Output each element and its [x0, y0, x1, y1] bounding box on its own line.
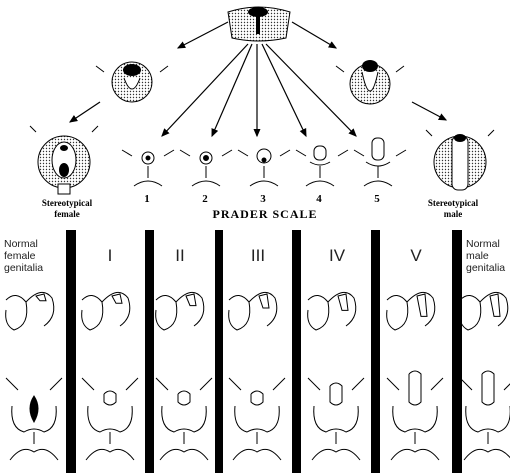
- stage-label-I: I: [80, 246, 140, 266]
- prader-number-2: 2: [195, 193, 215, 205]
- stereotypical-female-drawing: [30, 126, 98, 194]
- prader-2-drawing: [180, 150, 232, 186]
- stage-I-sketch: [82, 292, 138, 460]
- stage-III-sketch: [229, 292, 285, 460]
- normal-male-sketch: [460, 292, 510, 460]
- normal-female-heading: Normal female genitalia: [4, 238, 43, 274]
- intermediate-male-drawing: [336, 60, 404, 104]
- prader-5-drawing: [354, 138, 406, 186]
- stereotypical-female-label: Stereotypical female: [22, 198, 112, 220]
- prader-bottom-panels: [0, 230, 510, 473]
- stage-label-IV: IV: [307, 246, 367, 266]
- stage-II-sketch: [156, 292, 212, 460]
- prader-scale-title: PRADER SCALE: [190, 207, 340, 222]
- stage-label-II: II: [150, 246, 210, 266]
- prader-number-5: 5: [367, 193, 387, 205]
- stage-label-V: V: [386, 246, 446, 266]
- prader-number-4: 4: [309, 193, 329, 205]
- normal-male-heading: Normal male genitalia: [466, 238, 505, 274]
- prader-4-drawing: [296, 146, 348, 186]
- stage-IV-sketch: [308, 292, 364, 460]
- normal-female-sketch: [6, 292, 62, 460]
- prader-stage-drawings: [122, 138, 406, 186]
- prader-1-drawing: [122, 150, 174, 186]
- stereotypical-male-label: Stereotypical male: [408, 198, 498, 220]
- prader-3-drawing: [238, 149, 290, 186]
- panel-dividers: [66, 230, 462, 473]
- ambiguous-genitalia-drawing: [228, 7, 290, 41]
- stage-V-sketch: [387, 292, 443, 460]
- stereotypical-male-drawing: [426, 130, 494, 190]
- prader-number-3: 3: [253, 193, 273, 205]
- panel-drawings: [6, 292, 510, 460]
- intermediate-female-drawing: [96, 62, 168, 102]
- stage-label-III: III: [228, 246, 288, 266]
- prader-number-1: 1: [137, 193, 157, 205]
